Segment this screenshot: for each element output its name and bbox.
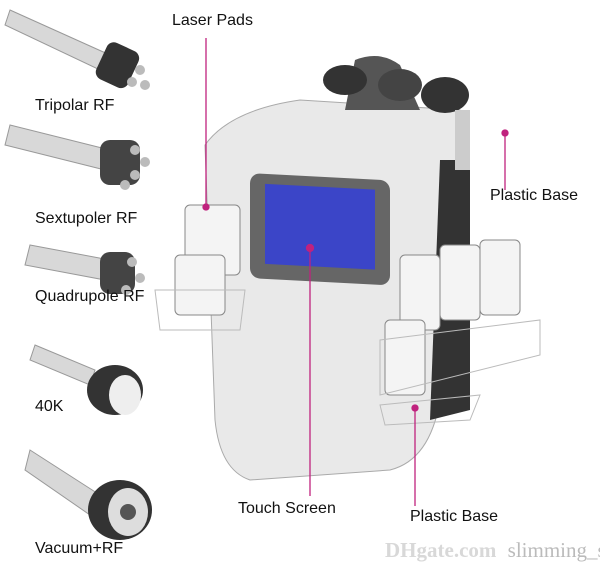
watermark-store: slimming_salon [507,538,600,562]
handle-sextupoler [4,124,150,190]
pointer-dot [411,404,419,412]
handle-tripolar [4,9,150,90]
label-vacuum-rf: Vacuum+RF [35,540,124,557]
pointer-dot [501,129,509,137]
label-plastic-base-bottom: Plastic Base [410,508,499,525]
pointer-dot [202,203,210,211]
label-tripolar-rf: Tripolar RF [35,97,115,114]
watermark-logo: DHgate.com [385,538,497,562]
laser-pads-right [379,239,541,426]
watermark: DHgate.com slimming_salon [385,538,600,563]
handle-40k [29,344,143,415]
label-laser-pads: Laser Pads [172,12,253,29]
handle-vacuum-rf [24,449,152,540]
label-sextupoler-rf: Sextupoler RF [35,210,138,227]
label-touch-screen: Touch Screen [238,500,336,517]
device-body [204,56,470,481]
laser-pads-left [154,204,246,331]
handle-quadrupole [24,244,145,295]
pointer-dot [305,243,315,253]
label-40k: 40K [35,398,64,415]
label-plastic-base-right: Plastic Base [490,187,579,204]
label-quadrupole-rf: Quadrupole RF [35,288,145,305]
touch-screen[interactable] [265,183,375,270]
